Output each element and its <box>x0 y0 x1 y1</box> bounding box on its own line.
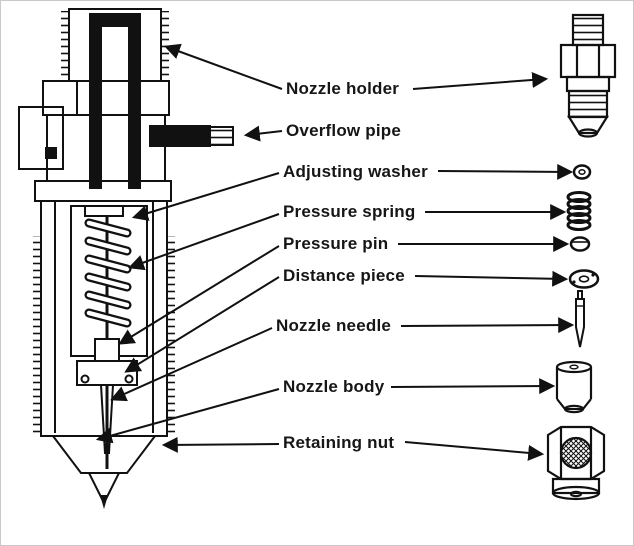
part-adjusting-washer <box>572 164 592 180</box>
adjusting-washer-section <box>84 205 124 217</box>
body-thread-right <box>167 236 175 436</box>
label-pressure-pin: Pressure pin <box>283 234 389 253</box>
retaining-nut-taper <box>50 435 158 474</box>
cap-thread-left <box>61 11 69 79</box>
part-nozzle-needle <box>575 290 585 348</box>
part-nozzle-holder <box>559 13 617 138</box>
label-nozzle-body: Nozzle body <box>283 377 385 396</box>
label-retaining-nut: Retaining nut <box>283 433 395 452</box>
leader-retaining-nut-left <box>161 436 280 453</box>
leader-lines <box>95 43 575 461</box>
leader-distance-piece-right <box>414 270 569 287</box>
overflow-pipe-shape <box>149 125 211 147</box>
label-nozzle-needle: Nozzle needle <box>276 316 392 335</box>
leader-nozzle-holder-left <box>163 43 283 90</box>
part-pressure-spring <box>566 191 592 231</box>
leader-pressure-pin-left <box>118 245 280 345</box>
inlet-block <box>18 106 64 170</box>
overflow-pipe-fitting <box>208 126 234 146</box>
label-adjusting-washer: Adjusting washer <box>283 162 428 181</box>
internal-duct-left <box>89 27 102 189</box>
leader-nozzle-body-left <box>95 388 280 444</box>
cap-thread-right <box>161 11 169 79</box>
flange <box>34 180 172 202</box>
spray-tip <box>100 495 108 509</box>
leader-nozzle-needle-left <box>110 327 273 402</box>
nozzle-tip-cone <box>87 472 121 506</box>
leader-retaining-nut-right <box>404 441 545 461</box>
label-pressure-spring: Pressure spring <box>283 202 416 221</box>
upper-body <box>46 114 166 182</box>
label-overflow-pipe: Overflow pipe <box>286 121 402 140</box>
cutaway-injector <box>18 8 234 509</box>
part-pressure-pin <box>569 236 591 252</box>
leader-adjusting-washer-left <box>131 172 280 221</box>
exploded-parts <box>546 13 617 501</box>
leader-adjusting-washer-right <box>437 163 574 180</box>
leader-overflow-pipe <box>243 125 283 142</box>
pressure-spring-section <box>84 218 132 328</box>
label-distance-piece: Distance piece <box>283 266 405 285</box>
leader-nozzle-holder-right <box>412 71 549 90</box>
leader-nozzle-body-right <box>390 378 556 395</box>
leader-distance-piece-left <box>124 276 280 373</box>
leader-pressure-spring-left <box>127 213 280 271</box>
internal-duct-top <box>89 13 141 27</box>
body-thread-left <box>33 236 41 436</box>
pressure-pin-section <box>94 338 120 362</box>
part-distance-piece <box>568 269 600 289</box>
label-nozzle-holder: Nozzle holder <box>286 79 400 98</box>
leader-nozzle-needle-right <box>400 317 575 334</box>
hex-band <box>42 80 170 116</box>
part-nozzle-body <box>555 360 593 414</box>
part-retaining-nut <box>546 425 606 501</box>
